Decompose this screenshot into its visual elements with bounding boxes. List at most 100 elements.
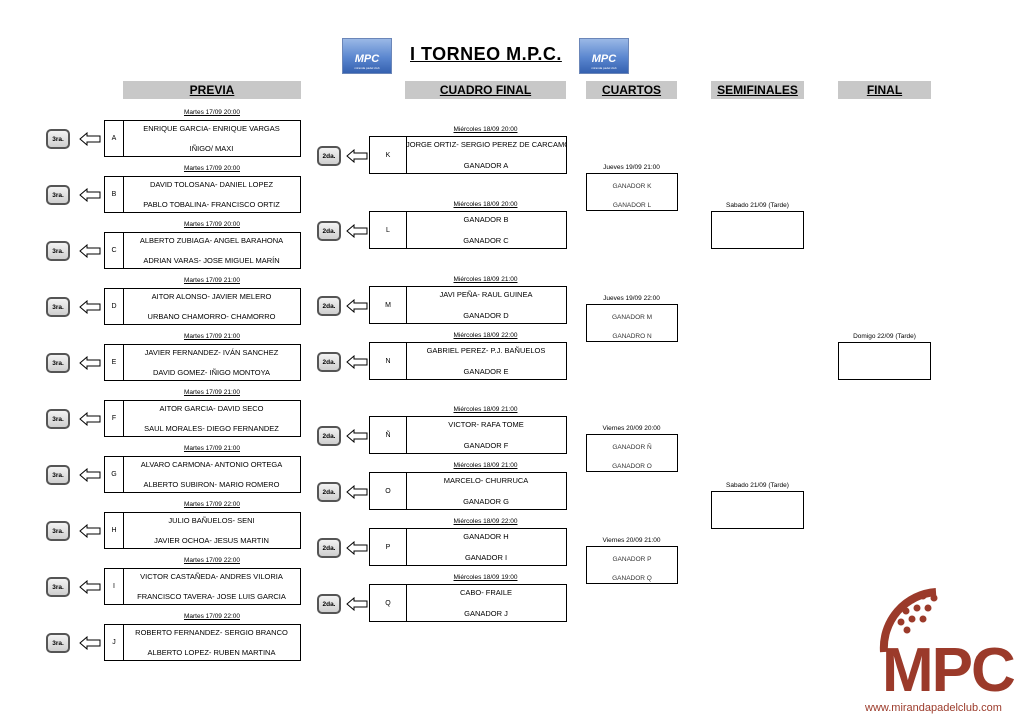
second-place-badge: 2da. bbox=[317, 352, 341, 372]
cuartos-box: GANADOR P GANADOR Q bbox=[586, 546, 678, 584]
team-2: GANADOR J bbox=[464, 609, 508, 618]
header-cuadro-final: CUADRO FINAL bbox=[405, 81, 566, 99]
team-1: DAVID TOLOSANA- DANIEL LOPEZ bbox=[149, 180, 274, 189]
match-letter: D bbox=[105, 289, 124, 324]
arrow-left-icon bbox=[79, 524, 101, 538]
arrow-left-icon bbox=[79, 356, 101, 370]
team-2: GANADOR E bbox=[463, 367, 509, 376]
match-letter: C bbox=[105, 233, 124, 268]
arrow-left-icon bbox=[346, 149, 368, 163]
cuartos-date: Jueves 19/09 22:00 bbox=[603, 295, 660, 302]
match-date: Martes 17/09 20:00 bbox=[183, 165, 240, 172]
match-date: Miércoles 18/09 20:00 bbox=[453, 201, 518, 208]
match-date: Miércoles 18/09 22:00 bbox=[453, 332, 518, 339]
team-1: ROBERTO FERNANDEZ- SERGIO BRANCO bbox=[135, 628, 288, 637]
match-letter: N bbox=[370, 343, 407, 379]
final-box bbox=[838, 342, 931, 380]
team-2: FRANCISCO TAVERA- JOSE LUIS GARCIA bbox=[137, 592, 286, 601]
cuartos-slot-2: GANADOR Q bbox=[612, 575, 652, 582]
match-date: Martes 17/09 20:00 bbox=[183, 221, 240, 228]
team-1: AITOR ALONSO- JAVIER MELERO bbox=[151, 292, 272, 301]
team-1: CABO- FRAILE bbox=[459, 588, 513, 597]
match-date: Martes 17/09 21:00 bbox=[183, 445, 240, 452]
arrow-left-icon bbox=[79, 468, 101, 482]
second-place-badge: 2da. bbox=[317, 221, 341, 241]
third-place-badge: 3ra. bbox=[46, 577, 70, 597]
second-place-badge: 2da. bbox=[317, 482, 341, 502]
header-final: FINAL bbox=[838, 81, 931, 99]
team-1: AITOR GARCIA- DAVID SECO bbox=[159, 404, 264, 413]
team-2: IÑIGO/ MAXI bbox=[189, 144, 234, 153]
second-place-badge: 2da. bbox=[317, 538, 341, 558]
final-date: Domigo 22/09 (Tarde) bbox=[853, 333, 916, 340]
team-2: JAVIER OCHOA- JESUS MARTIN bbox=[154, 536, 269, 545]
third-place-badge: 3ra. bbox=[46, 521, 70, 541]
header-cuartos: CUARTOS bbox=[586, 81, 677, 99]
match-date: Miércoles 18/09 21:00 bbox=[453, 462, 518, 469]
third-place-badge: 3ra. bbox=[46, 185, 70, 205]
cuartos-slot-1: GANADOR K bbox=[612, 183, 652, 190]
team-1: JAVI PEÑA- RAUL GUINEA bbox=[439, 290, 533, 299]
match-letter: L bbox=[370, 212, 407, 248]
cuartos-slot-1: GANADOR P bbox=[612, 556, 652, 563]
arrow-left-icon bbox=[79, 580, 101, 594]
match-date: Martes 17/09 22:00 bbox=[183, 613, 240, 620]
match-date: Miércoles 18/09 19:00 bbox=[453, 574, 518, 581]
team-2: ADRIAN VARAS- JOSE MIGUEL MARÍN bbox=[143, 256, 280, 265]
match-box-previa: H JULIO BAÑUELOS- SENI JAVIER OCHOA- JESUS… bbox=[104, 512, 301, 549]
arrow-left-icon bbox=[79, 244, 101, 258]
team-1: MARCELO- CHURRUCA bbox=[443, 476, 529, 485]
match-box-cuadro: N GABRIEL PEREZ- P.J. BAÑUELOS GANADOR E bbox=[369, 342, 567, 380]
arrow-left-icon bbox=[346, 485, 368, 499]
arrow-left-icon bbox=[79, 300, 101, 314]
match-letter: E bbox=[105, 345, 124, 380]
cuartos-date: Viernes 20/09 20:00 bbox=[602, 425, 661, 432]
cuartos-slot-2: GANADOR L bbox=[612, 202, 652, 209]
third-place-badge: 3ra. bbox=[46, 129, 70, 149]
team-1: VICTOR CASTAÑEDA- ANDRES VILORIA bbox=[140, 572, 283, 581]
match-letter: H bbox=[105, 513, 124, 548]
match-letter: K bbox=[370, 137, 407, 173]
match-date: Martes 17/09 22:00 bbox=[183, 557, 240, 564]
match-box-cuadro: P GANADOR H GANADOR I bbox=[369, 528, 567, 566]
cuartos-slot-2: GANADRO N bbox=[612, 333, 652, 340]
match-letter: P bbox=[370, 529, 407, 565]
team-1: JAVIER FERNANDEZ- IVÁN SANCHEZ bbox=[144, 348, 279, 357]
match-date: Martes 17/09 20:00 bbox=[183, 109, 240, 116]
team-2: GANADOR I bbox=[464, 553, 508, 562]
team-2: GANADOR F bbox=[463, 441, 509, 450]
third-place-badge: 3ra. bbox=[46, 297, 70, 317]
team-2: GANADOR G bbox=[463, 497, 509, 506]
second-place-badge: 2da. bbox=[317, 146, 341, 166]
cuartos-date: Viernes 20/09 21:00 bbox=[602, 537, 661, 544]
team-1: JORGE ORTIZ- SERGIO PEREZ DE CARCAMO bbox=[406, 140, 566, 149]
page-title: I TORNEO M.P.C. bbox=[410, 44, 562, 64]
match-date: Martes 17/09 22:00 bbox=[183, 501, 240, 508]
team-1: GANADOR H bbox=[463, 532, 509, 541]
match-letter: B bbox=[105, 177, 124, 212]
team-1: JULIO BAÑUELOS- SENI bbox=[168, 516, 255, 525]
match-letter: F bbox=[105, 401, 124, 436]
team-1: GABRIEL PEREZ- P.J. BAÑUELOS bbox=[426, 346, 546, 355]
third-place-badge: 3ra. bbox=[46, 633, 70, 653]
team-2: GANADOR D bbox=[463, 311, 509, 320]
match-letter: J bbox=[105, 625, 124, 660]
arrow-left-icon bbox=[346, 541, 368, 555]
brand-url[interactable]: www.mirandapadelclub.com bbox=[865, 702, 1002, 714]
team-2: GANADOR C bbox=[463, 236, 509, 245]
arrow-left-icon bbox=[79, 412, 101, 426]
arrow-left-icon bbox=[346, 224, 368, 238]
